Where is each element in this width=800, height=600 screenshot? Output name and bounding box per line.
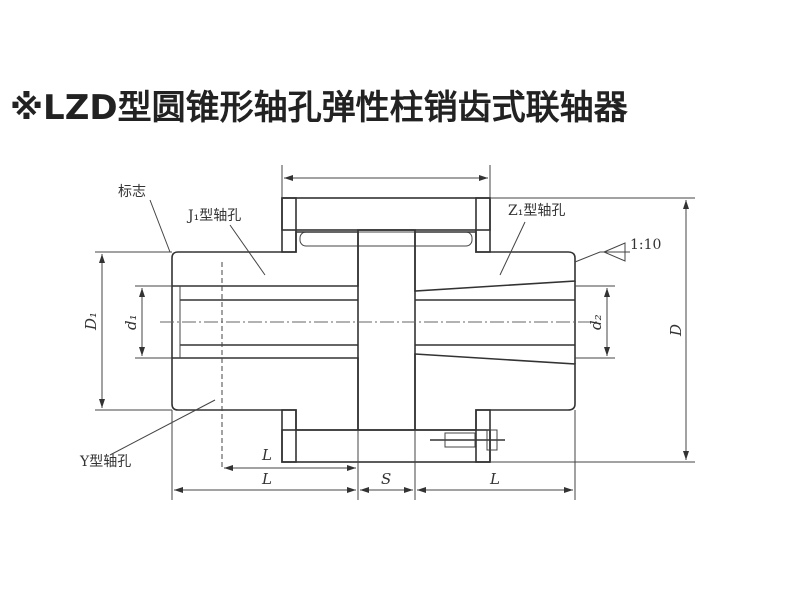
left-hub xyxy=(171,231,359,470)
label-L-right: L xyxy=(489,470,500,488)
label-j1-bore: J₁型轴孔 xyxy=(186,208,241,224)
label-d2: d₂ xyxy=(587,314,605,330)
label-taper: 1:10 xyxy=(630,237,661,253)
central-pin xyxy=(357,229,416,431)
label-y-bore: Y型轴孔 xyxy=(79,454,131,470)
dimension-lines xyxy=(95,165,695,500)
label-mark: 标志 xyxy=(118,184,146,200)
outer-sleeve-bottom xyxy=(281,409,491,463)
label-d1: d₁ xyxy=(122,314,140,330)
diagram-title: ※LZD型圆锥形轴孔弹性柱销齿式联轴器 xyxy=(10,88,628,128)
bolt xyxy=(430,429,505,451)
right-hub xyxy=(414,231,576,431)
label-D1: D₁ xyxy=(82,312,100,331)
label-L-short: L xyxy=(261,446,272,464)
label-L-left: L xyxy=(261,470,272,488)
label-S: S xyxy=(381,470,391,488)
outer-sleeve-top xyxy=(281,197,491,253)
label-D: D xyxy=(667,324,685,337)
label-z1-bore: Z₁型轴孔 xyxy=(508,203,565,219)
